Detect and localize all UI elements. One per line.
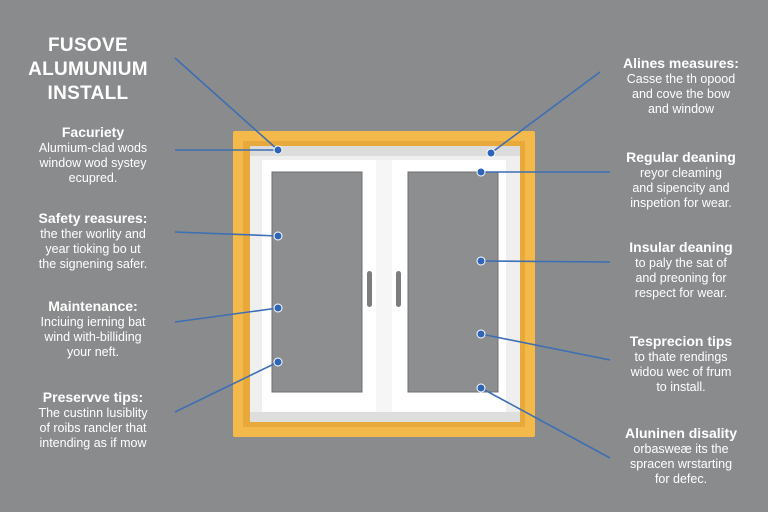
callout-text: window wod systey [39,156,147,170]
center-mullion [376,160,392,412]
connector-dot [476,256,486,266]
left-handle [367,271,372,307]
callout-right-4: Tesprecion tips to thate rendings widou … [596,333,766,395]
callout-heading: Aluninen disality [624,425,737,441]
title-line-3: INSTALL [47,83,129,104]
right-handle [396,271,401,307]
callout-text: Alumium-clad wods [38,141,148,155]
callout-left-2: Safety reasures: the ther worlity and ye… [8,210,178,272]
connector-dot [476,383,486,393]
connector-dot [273,231,283,241]
leader-line-left-2 [174,231,279,237]
leader-line-title [174,57,279,151]
title-line-1: FUSOVE [48,35,128,56]
leader-line-left-4 [174,361,279,413]
callout-left-1: Facuriety Alumium-clad wods window wod s… [8,124,178,186]
callout-text: ecupred. [68,171,118,185]
callout-text: reyor cleaming [640,166,722,180]
callout-text: The custinn lusiblity [38,406,148,420]
leader-line-right-4 [480,333,611,361]
connector-dot [273,145,283,155]
callout-text: to thate rendings [634,350,728,364]
callout-left-3: Maintenance: Inciuing ierning bat wind w… [8,298,178,360]
connector-dot [476,167,486,177]
callout-left-4: Preservve tips: The custinn lusiblity of… [8,389,178,451]
callout-text: of roibs rancler that [39,421,147,435]
callout-heading: Safety reasures: [38,210,148,226]
window-sill [250,412,520,422]
callout-text: respect for wear. [634,286,728,300]
callout-text: to paly the sat of [635,256,727,270]
callout-heading: Regular deaning [626,149,736,165]
callout-text: spracen wrstarting [629,457,733,471]
callout-text: year tioking bo ut [45,242,141,256]
callout-right-5: Aluninen disality orbasweæ its the sprac… [596,425,766,487]
connector-dot [273,357,283,367]
leader-line-right-1 [490,71,601,154]
callout-text: widou wec of frum [630,365,732,379]
callout-heading: Maintenance: [48,298,138,314]
callout-text: and window [647,102,714,116]
window-inner-frame-shade [250,146,520,156]
diagram-title: FUSOVE ALUMUNIUM INSTALL [18,34,158,106]
callout-text: Casse the th opood [626,72,736,86]
callout-text: the ther worlity and [40,227,146,241]
callout-text: and sipencity and [632,181,730,195]
callout-right-1: Alines measures: Casse the th opood and … [596,55,766,117]
callout-right-2: Regular deaning reyor cleaming and sipen… [596,149,766,211]
callout-text: wind with-billiding [44,330,142,344]
connector-dot [273,303,283,313]
left-glass-pane [271,171,363,393]
callout-text: to install. [656,380,706,394]
leader-line-right-5 [480,387,611,459]
callout-right-3: Insular deaning to paly the sat of and p… [596,239,766,301]
callout-text: and preoning for [635,271,727,285]
callout-heading: Alines measures: [623,55,739,71]
callout-text: your neft. [66,345,120,359]
callout-text: for defec. [654,472,708,486]
callout-text: the signening safer. [38,257,148,271]
leader-line-left-3 [174,307,279,323]
callout-heading: Insular deaning [629,239,733,255]
callout-text: intending as if mow [39,436,147,450]
right-glass-pane [407,171,499,393]
callout-text: and cove the bow [632,87,730,101]
callout-heading: Facuriety [61,124,125,140]
callout-text: orbasweæ its the [633,442,729,456]
callout-text: inspetion for wear. [630,196,732,210]
callout-heading: Preservve tips: [42,389,144,405]
connector-dot [476,329,486,339]
callout-text: Inciuing ierning bat [40,315,146,329]
title-line-2: ALUMUNIUM [28,59,148,80]
connector-dot [486,148,496,158]
callout-heading: Tesprecion tips [629,333,733,349]
leader-line-right-3 [480,260,611,263]
